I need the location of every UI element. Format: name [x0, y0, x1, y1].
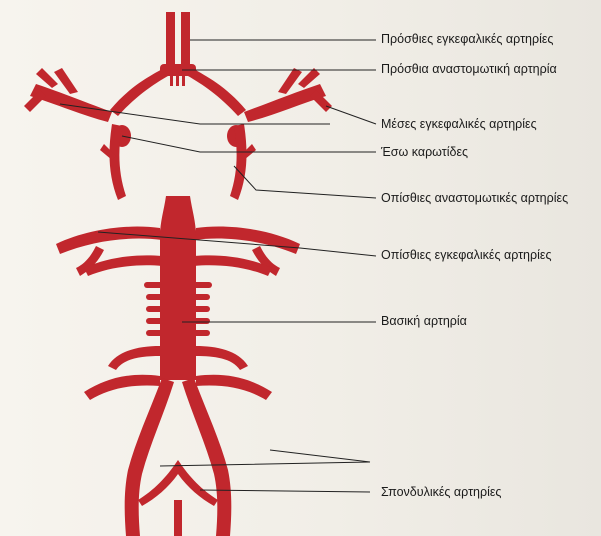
- pontine-branch: [146, 294, 210, 300]
- pontine-branch: [146, 330, 210, 336]
- label-posterior-communicating-arteries: Οπίσθιες αναστομωτικές αρτηρίες: [381, 191, 568, 205]
- posterior-cerebral-artery-left: [56, 227, 162, 254]
- pontine-branch: [146, 306, 210, 312]
- label-vertebral-arteries: Σπονδυλικές αρτηρίες: [381, 485, 501, 499]
- aica-left: [108, 346, 160, 370]
- posterior-cerebral-artery-right: [194, 227, 300, 254]
- a1-segment-right: [188, 68, 246, 116]
- perforator: [182, 76, 185, 86]
- vertebral-artery-right: [182, 378, 231, 536]
- label-basilar-artery: Βασική αρτηρία: [381, 314, 467, 328]
- anterior-spinal-artery: [174, 500, 182, 536]
- mca-branch: [54, 68, 78, 94]
- pontine-branch: [146, 318, 210, 324]
- pica-right: [196, 375, 272, 400]
- perforator: [170, 76, 173, 86]
- pica-left: [84, 375, 160, 400]
- mca-branch: [36, 68, 58, 88]
- mca-branch: [278, 68, 302, 94]
- anterior-cerebral-artery-left: [166, 12, 175, 70]
- arteries: [24, 12, 332, 536]
- leader-posterior-communicating: [234, 166, 376, 198]
- anterior-cerebral-artery-right: [181, 12, 190, 70]
- label-middle-cerebral-arteries: Μέσες εγκεφαλικές αρτηρίες: [381, 117, 537, 131]
- perforator: [176, 76, 179, 86]
- aica-right: [196, 346, 248, 370]
- a1-segment-left: [110, 68, 168, 116]
- pontine-branch: [144, 282, 212, 288]
- vertebral-artery-left: [125, 378, 174, 536]
- anterior-spinal-junction: [138, 460, 218, 506]
- label-internal-carotids: Έσω καρωτίδες: [381, 145, 468, 159]
- label-anterior-communicating-artery: Πρόσθια αναστομωτική αρτηρία: [381, 62, 557, 76]
- mca-branch: [298, 68, 320, 88]
- label-posterior-cerebral-arteries: Οπίσθιες εγκεφαλικές αρτηρίες: [381, 248, 552, 262]
- label-anterior-cerebral-arteries: Πρόσθιες εγκεφαλικές αρτηρίες: [381, 32, 553, 46]
